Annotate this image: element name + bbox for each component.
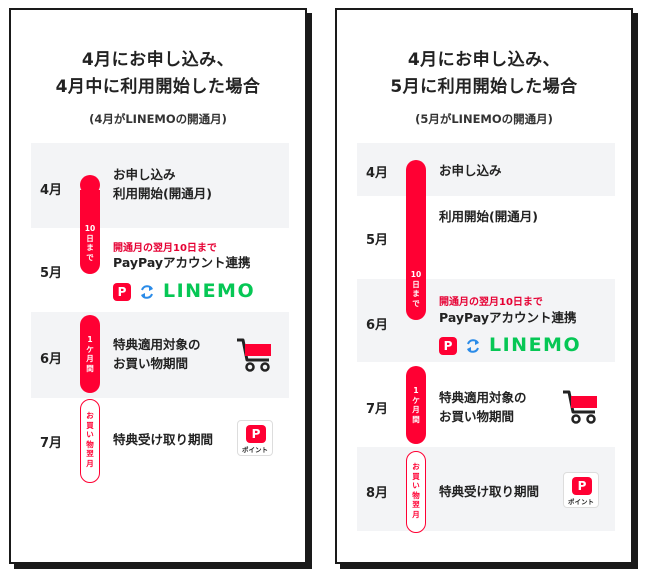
month-label: 4月	[39, 183, 63, 198]
deadline-note: 開通月の翌月10日まで	[113, 243, 217, 254]
row-month-1	[357, 143, 615, 196]
account-link-label: PayPayアカウント連携	[113, 255, 251, 270]
shopping-period-label: 特典適用対象の お買い物期間	[439, 390, 527, 424]
month-label: 7月	[365, 402, 389, 417]
period-bar-1month: 1 ケ 月 間	[406, 366, 426, 444]
paypay-point-icon: P ポイント	[237, 420, 273, 456]
period-bar-10days: 10 日 ま で	[406, 160, 426, 320]
paypay-icon: P	[439, 337, 457, 355]
month-label: 7月	[39, 436, 63, 451]
row-month-3	[357, 279, 615, 362]
shopping-cart-icon	[563, 390, 597, 424]
month-label: 6月	[365, 318, 389, 333]
period-bar-next-month: お 買 い 物 翌 月	[80, 399, 100, 483]
sync-icon	[141, 285, 153, 299]
apply-and-start-label: お申し込み 利用開始(開通月)	[113, 167, 212, 201]
linemo-logo: LINEMO	[163, 280, 256, 302]
left-card-subtitle: (4月がLINEMOの開通月)	[89, 112, 227, 126]
paypay-icon: P	[113, 283, 131, 301]
right-card-subtitle: (5月がLINEMOの開通月)	[415, 112, 553, 126]
reward-receive-label: 特典受け取り期間	[439, 484, 540, 499]
account-link-label: PayPayアカウント連携	[439, 310, 577, 325]
shopping-cart-icon	[237, 338, 271, 372]
start-label: 利用開始(開通月)	[439, 209, 538, 224]
logo-row: P LINEMO	[439, 334, 599, 356]
month-label: 5月	[365, 233, 389, 248]
left-card-title: 4月にお申し込み、 4月中に利用開始した場合	[55, 50, 261, 97]
right-scenario-card: 4月にお申し込み、 5月に利用開始した場合 (5月がLINEMOの開通月) 4月…	[335, 8, 633, 564]
deadline-note: 開通月の翌月10日まで	[439, 297, 543, 308]
row-month-1	[31, 143, 289, 228]
sync-icon	[467, 339, 479, 353]
reward-receive-label: 特典受け取り期間	[113, 432, 214, 447]
logo-row: P LINEMO	[113, 280, 273, 302]
period-bar-10days: 10 日 ま で	[80, 190, 100, 274]
left-scenario-card: 4月にお申し込み、 4月中に利用開始した場合 (4月がLINEMOの開通月) 4…	[9, 8, 307, 564]
period-bar-next-month: お 買 い 物 翌 月	[406, 451, 426, 533]
month-label: 6月	[39, 352, 63, 367]
paypay-point-icon: P ポイント	[563, 472, 599, 508]
month-label: 4月	[365, 166, 389, 181]
month-label: 5月	[39, 266, 63, 281]
apply-label: お申し込み	[439, 163, 502, 178]
month-label: 8月	[365, 486, 389, 501]
shopping-period-label: 特典適用対象の お買い物期間	[113, 337, 201, 371]
right-card-title: 4月にお申し込み、 5月に利用開始した場合	[390, 50, 578, 97]
linemo-logo: LINEMO	[489, 334, 582, 356]
period-bar-1month: 1 ケ 月 間	[80, 315, 100, 393]
